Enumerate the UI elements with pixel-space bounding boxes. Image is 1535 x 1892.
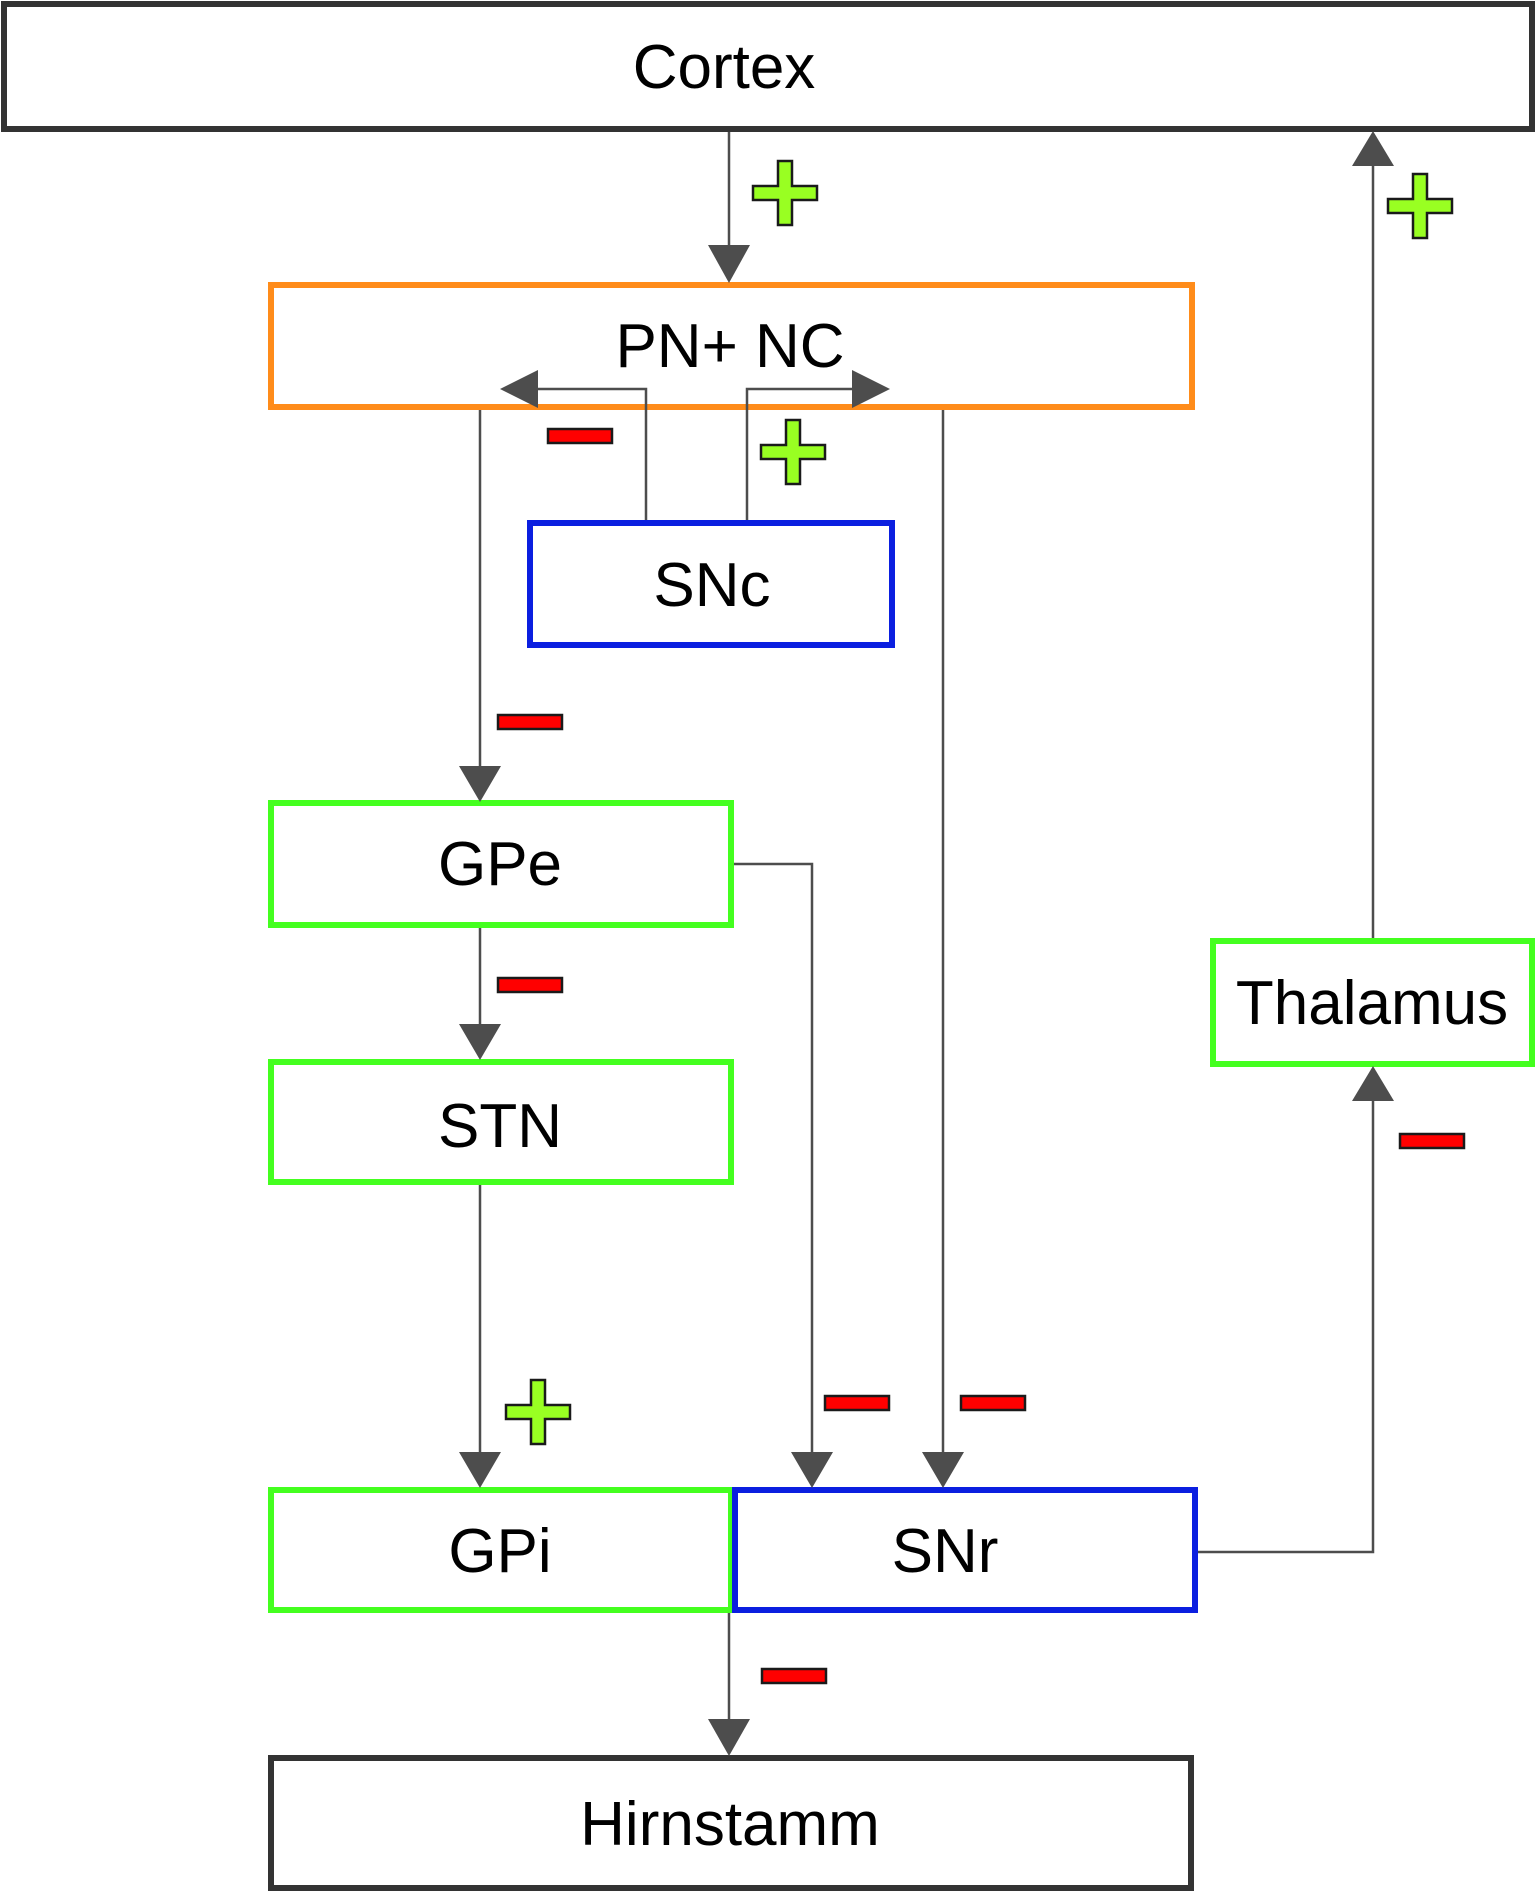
minus-sign — [1398, 1132, 1466, 1150]
node-stn: STN — [268, 1059, 734, 1185]
edge-snc-to-pn-nc-excitatory — [745, 370, 890, 520]
minus-sign — [496, 976, 564, 994]
stn-box — [268, 1059, 734, 1185]
edge-pn-nc-to-snr — [922, 410, 1027, 1488]
node-gpi: GPi — [268, 1487, 734, 1613]
node-snr: SNr — [732, 1487, 1198, 1613]
gpi-box — [268, 1487, 734, 1613]
hirnstamm-label: Hirnstamm — [580, 1790, 880, 1859]
gpi-label: GPi — [448, 1517, 551, 1586]
edge-snc-to-pn-nc-inhibitory — [500, 370, 648, 520]
thalamus-box — [1210, 938, 1535, 1067]
node-cortex: Cortex — [1, 1, 1535, 132]
plus-sign — [759, 418, 827, 486]
snc-box — [527, 520, 895, 648]
plus-sign — [504, 1378, 572, 1446]
plus-sign — [1386, 172, 1454, 240]
node-hirnstamm: Hirnstamm — [268, 1755, 1194, 1891]
edge-thalamus-to-cortex — [1352, 131, 1454, 938]
plus-sign — [751, 159, 819, 227]
edge-gpe-to-snr — [734, 862, 891, 1488]
gpe-box — [268, 800, 734, 928]
edge-stn-to-gpi — [459, 1185, 572, 1488]
gpe-label: GPe — [438, 830, 562, 899]
edge-cortex-to-pn-nc — [708, 132, 819, 283]
cortex-box — [1, 1, 1535, 132]
snr-label: SNr — [892, 1517, 999, 1586]
minus-sign — [959, 1394, 1027, 1412]
pn-nc-box — [268, 282, 1195, 410]
edge-pn-nc-to-gpe — [459, 410, 564, 802]
hirnstamm-box — [268, 1755, 1194, 1891]
edge-gpi-snr-to-hirnstamm — [708, 1613, 828, 1756]
snc-label: SNc — [653, 551, 770, 620]
edge-gpe-to-stn — [459, 928, 564, 1060]
pn-nc-label: PN+ NC — [615, 312, 844, 381]
thalamus-label: Thalamus — [1236, 969, 1508, 1038]
minus-sign — [546, 427, 614, 445]
cortex-label: Cortex — [633, 33, 816, 102]
node-gpe: GPe — [268, 800, 734, 928]
stn-label: STN — [438, 1092, 562, 1161]
minus-sign — [760, 1667, 828, 1685]
node-pn-nc: PN+ NC — [268, 282, 1195, 410]
edge-snr-to-thalamus — [1198, 1066, 1466, 1554]
node-thalamus: Thalamus — [1210, 938, 1535, 1067]
node-snc: SNc — [527, 520, 895, 648]
minus-sign — [496, 713, 564, 731]
minus-sign — [823, 1394, 891, 1412]
snr-box — [732, 1487, 1198, 1613]
